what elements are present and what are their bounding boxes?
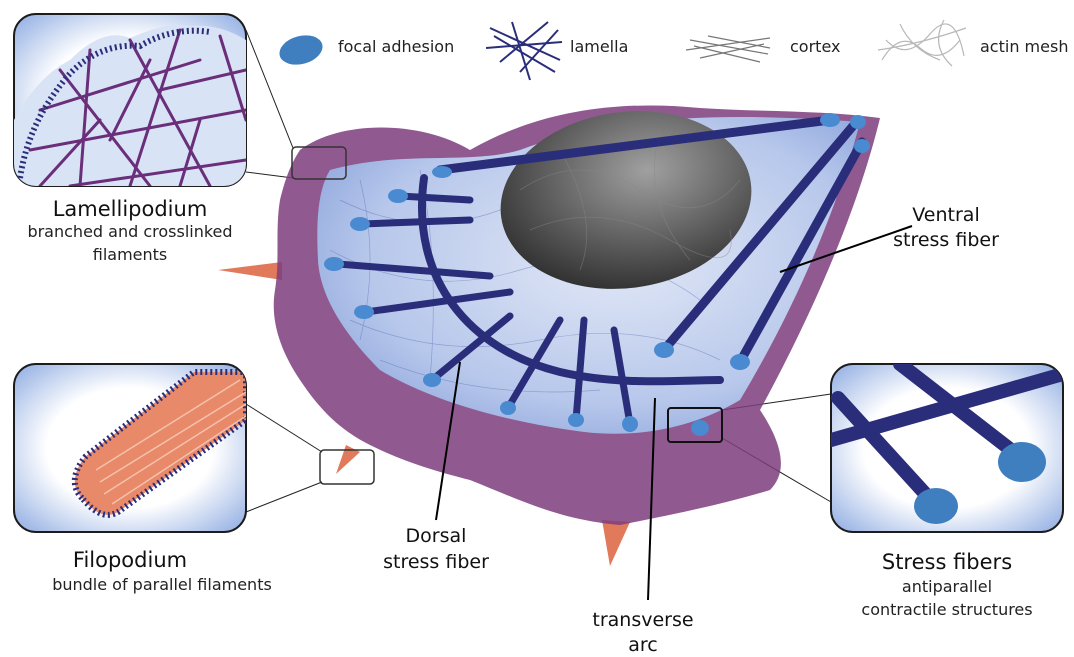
legend-lamella-label: lamella <box>570 38 628 57</box>
lamellipodium-title: Lamellipodium <box>53 197 208 222</box>
legend-actin-mesh-label: actin mesh <box>980 38 1068 57</box>
filopodium-connector-lines <box>246 404 322 512</box>
actin-mesh-legend-icon <box>878 20 966 66</box>
stress-fibers-title: Stress fibers <box>882 550 1012 575</box>
ventral-label-line1: Ventral <box>912 204 979 226</box>
dorsal-label-line2: stress fiber <box>383 551 489 573</box>
legend-cortex-label: cortex <box>790 38 840 57</box>
filopodium-spike-left <box>218 262 282 280</box>
dorsal-label-line1: Dorsal <box>406 525 467 547</box>
filopodium-spike-bottom <box>602 520 630 566</box>
lamella-legend-icon <box>486 22 562 80</box>
lamellipodium-desc-line1: branched and crosslinked <box>27 223 232 242</box>
lamellipodium-inset <box>14 14 246 186</box>
ventral-label-line2: stress fiber <box>893 229 999 251</box>
focal-adhesion-legend-icon <box>276 31 326 69</box>
legend-focal-adhesion-label: focal adhesion <box>338 38 454 57</box>
stress-fibers-desc-line2: contractile structures <box>861 601 1032 620</box>
filopodium-title: Filopodium <box>73 548 187 573</box>
cortex-legend-icon <box>686 36 770 62</box>
lamellipodium-desc-line2: filaments <box>93 246 168 265</box>
filopodium-inset <box>14 364 246 532</box>
stress-fibers-desc-line1: antiparallel <box>902 578 992 597</box>
transverse-label-line2: arc <box>628 634 657 656</box>
filopodium-desc-line1: bundle of parallel filaments <box>52 576 272 595</box>
cell-body <box>218 95 880 566</box>
stress-fibers-inset <box>831 364 1063 532</box>
transverse-label-line1: transverse <box>592 609 693 631</box>
